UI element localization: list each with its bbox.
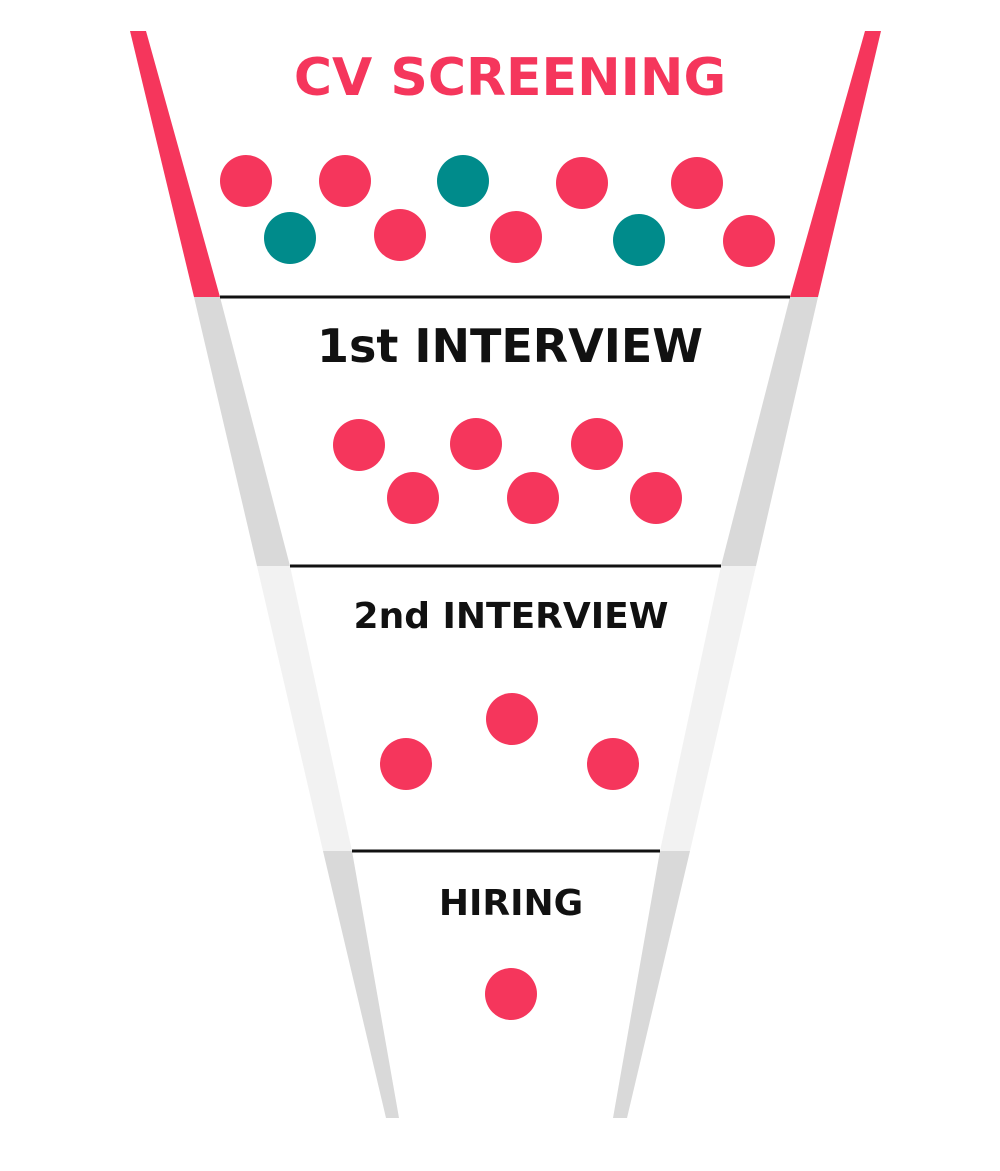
candidate-dot [380, 738, 432, 790]
candidate-dot [587, 738, 639, 790]
candidate-dot [630, 472, 682, 524]
candidate-dot [485, 968, 537, 1020]
funnel-wall-left-cv [130, 31, 220, 297]
funnel-wall-right-second [660, 566, 756, 851]
candidate-dot [374, 209, 426, 261]
candidate-dot [333, 419, 385, 471]
stage-title-2nd-interview: 2nd INTERVIEW [354, 596, 669, 637]
funnel-wall-left-second [257, 566, 352, 851]
stage-cv-screening-candidates [220, 155, 775, 267]
candidate-dot [507, 472, 559, 524]
funnel-wall-left-hiring [323, 851, 399, 1118]
stage-hiring-candidates [485, 968, 537, 1020]
funnel-wall-right-hiring [613, 851, 690, 1118]
funnel-wall-right-cv [790, 31, 881, 297]
funnel-wall-left-first [194, 297, 290, 566]
stage-1st-interview-candidates [333, 418, 682, 524]
stage-title-hiring: HIRING [439, 883, 583, 924]
candidate-dot [671, 157, 723, 209]
candidate-dot [486, 693, 538, 745]
candidate-dot [450, 418, 502, 470]
candidate-dot [556, 157, 608, 209]
candidate-dot [490, 211, 542, 263]
candidate-dot [571, 418, 623, 470]
stage-title-1st-interview: 1st INTERVIEW [317, 319, 703, 373]
candidate-dot [319, 155, 371, 207]
candidate-dot-highlighted [264, 212, 316, 264]
stage-title-cv-screening: CV SCREENING [294, 48, 726, 108]
funnel-wall-right-first [721, 297, 818, 566]
candidate-dot-highlighted [437, 155, 489, 207]
candidate-dot-highlighted [613, 214, 665, 266]
candidate-dot [220, 155, 272, 207]
candidate-dot [723, 215, 775, 267]
stage-2nd-interview-candidates [380, 693, 639, 790]
candidate-dot [387, 472, 439, 524]
